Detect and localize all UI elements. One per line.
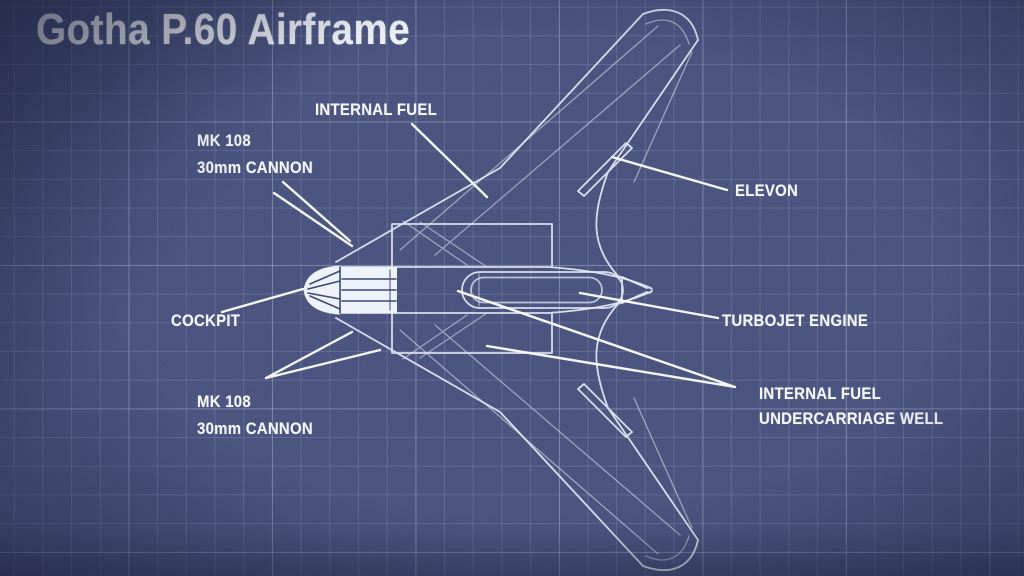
label-line: INTERNAL FUEL	[759, 384, 882, 403]
label-line: COCKPIT	[171, 311, 241, 330]
label-mk108-lower-cannon: MK 108 30mm CANNON	[197, 388, 313, 442]
label-line: INTERNAL FUEL	[315, 100, 438, 119]
label-mk108-upper-cannon: MK 108 30mm CANNON	[197, 127, 313, 181]
label-internal-fuel-top: INTERNAL FUEL	[315, 96, 437, 123]
label-line: UNDERCARRIAGE WELL	[759, 409, 944, 428]
label-line: 30mm CANNON	[197, 419, 313, 438]
label-line: 30mm CANNON	[197, 158, 313, 177]
label-line: MK 108	[197, 392, 251, 411]
label-elevon: ELEVON	[735, 177, 798, 204]
label-internal-fuel-undercarriage-well: INTERNAL FUEL UNDERCARRIAGE WELL	[759, 381, 943, 431]
label-line: TURBOJET ENGINE	[722, 311, 869, 330]
label-line: MK 108	[197, 131, 251, 150]
label-line: ELEVON	[735, 181, 799, 200]
label-cockpit: COCKPIT	[171, 307, 240, 334]
page-title: Gotha P.60 Airframe	[36, 5, 411, 54]
nose-section	[303, 265, 397, 315]
label-turbojet-engine: TURBOJET ENGINE	[722, 307, 868, 334]
